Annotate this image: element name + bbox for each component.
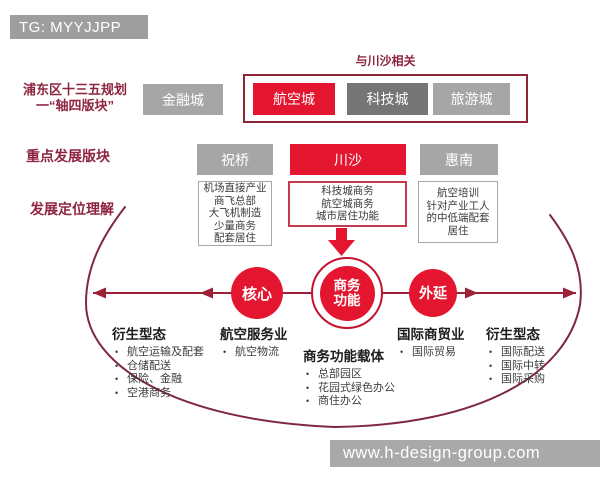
chuansha-note-line: 航空城商务 bbox=[321, 197, 374, 210]
industry-group-derived-right: 衍生型态 国际配送 国际中转 国际采购 bbox=[486, 323, 545, 387]
plan-axis-label-line2: 一“轴四版块” bbox=[35, 98, 114, 113]
zhuqiao-note-line: 大飞机制造 bbox=[208, 207, 262, 220]
arrowhead-left-end-icon bbox=[93, 287, 106, 299]
industry-item: 国际中转 bbox=[486, 360, 545, 374]
huinan-note: 航空培训 针对产业工人 的中低端配套 居住 bbox=[418, 181, 498, 243]
industry-item: 国际贸易 bbox=[397, 346, 465, 360]
industry-item: 仓储配送 bbox=[112, 360, 204, 374]
huinan-note-line: 居住 bbox=[447, 224, 469, 237]
periphery-circle: 外延 bbox=[409, 269, 457, 317]
huinan-box: 惠南 bbox=[420, 144, 498, 175]
chuansha-note-line: 城市居住功能 bbox=[316, 210, 379, 223]
down-arrow-icon bbox=[328, 228, 355, 256]
zhuqiao-note-line: 机场直接产业 bbox=[203, 182, 267, 195]
business-function-circle: 商务 功能 bbox=[319, 265, 375, 321]
business-function-line1: 商务 bbox=[333, 278, 361, 293]
industry-item: 国际采购 bbox=[486, 373, 545, 387]
industry-item: 航空物流 bbox=[220, 346, 288, 360]
industry-group-derived-left: 衍生型态 航空运输及配套 仓储配送 保险、金融 空港商务 bbox=[112, 323, 204, 400]
core-circle: 核心 bbox=[231, 267, 283, 319]
watermark-bar: www.h-design-group.com bbox=[330, 440, 600, 467]
aviation-city-box: 航空城 bbox=[253, 83, 335, 115]
industry-group-business-carrier: 商务功能载体 总部园区 花园式绿色办公 商住办公 bbox=[303, 345, 395, 409]
related-group-border bbox=[243, 74, 528, 123]
finance-city-box: 金融城 bbox=[143, 84, 223, 115]
arrowhead-right-end-icon bbox=[563, 287, 576, 299]
tg-badge: TG: MYYJJPP bbox=[10, 15, 148, 39]
industry-group-title: 国际商贸业 bbox=[397, 327, 465, 342]
zhuqiao-note-line: 配套居住 bbox=[214, 232, 256, 245]
industry-item: 国际配送 bbox=[486, 346, 545, 360]
zhuqiao-note-line: 少量商务 bbox=[214, 219, 256, 232]
industry-item: 空港商务 bbox=[112, 387, 204, 401]
tech-city-box: 科技城 bbox=[347, 83, 428, 115]
arrowhead-left-mid-icon bbox=[200, 287, 213, 299]
industry-item: 保险、金融 bbox=[112, 373, 204, 387]
industry-group-title: 衍生型态 bbox=[486, 327, 540, 342]
arrowhead-right-mid-icon bbox=[465, 287, 478, 299]
focus-row-label: 重点发展版块 bbox=[26, 148, 110, 164]
plan-axis-label: 浦东区十三五规划 一“轴四版块” bbox=[6, 82, 144, 114]
chuansha-note: 科技城商务 航空城商务 城市居住功能 bbox=[288, 181, 407, 227]
tourism-city-box: 旅游城 bbox=[433, 83, 510, 115]
chuansha-box: 川沙 bbox=[290, 144, 406, 175]
positioning-label: 发展定位理解 bbox=[30, 201, 114, 217]
huinan-note-line: 针对产业工人 bbox=[426, 199, 490, 212]
business-function-line2: 功能 bbox=[333, 293, 361, 308]
industry-group-title: 航空服务业 bbox=[220, 327, 288, 342]
chuansha-related-caption: 与川沙相关 bbox=[355, 54, 416, 68]
industry-item: 航空运输及配套 bbox=[112, 346, 204, 360]
business-function-ring: 商务 功能 bbox=[311, 257, 383, 329]
chuansha-note-line: 科技城商务 bbox=[321, 185, 374, 198]
industry-item: 花园式绿色办公 bbox=[303, 382, 395, 396]
zhuqiao-note-line: 商飞总部 bbox=[214, 194, 256, 207]
industry-group-aviation-services: 航空服务业 航空物流 bbox=[220, 323, 288, 360]
huinan-note-line: 航空培训 bbox=[437, 187, 479, 199]
industry-item: 总部园区 bbox=[303, 368, 395, 382]
industry-group-international-trade: 国际商贸业 国际贸易 bbox=[397, 323, 465, 360]
zhuqiao-box: 祝桥 bbox=[197, 144, 273, 175]
plan-axis-label-line1: 浦东区十三五规划 bbox=[22, 82, 127, 97]
ellipse-arc bbox=[84, 206, 582, 429]
industry-item: 商住办公 bbox=[303, 395, 395, 409]
huinan-note-line: 的中低端配套 bbox=[426, 212, 490, 224]
zhuqiao-note: 机场直接产业 商飞总部 大飞机制造 少量商务 配套居住 bbox=[198, 181, 272, 246]
industry-group-title: 衍生型态 bbox=[112, 327, 166, 342]
industry-group-title: 商务功能载体 bbox=[303, 349, 384, 364]
